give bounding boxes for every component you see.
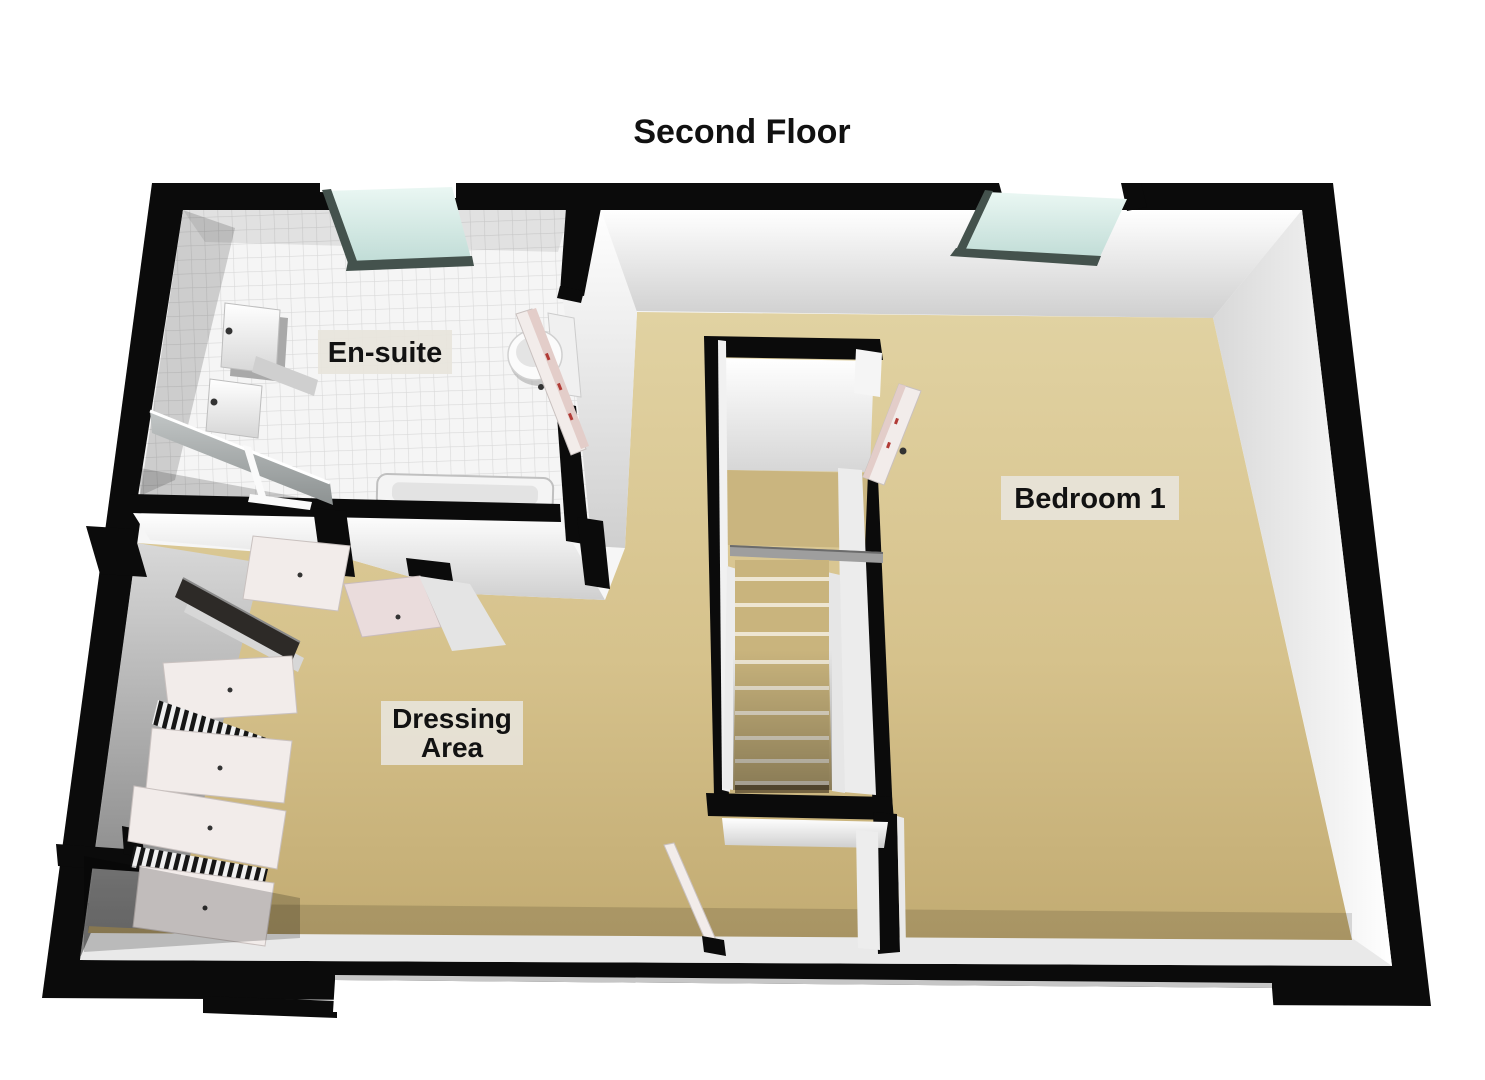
wardrobe-handle bbox=[207, 825, 213, 831]
landing-door-hinge-stub bbox=[702, 936, 726, 956]
ensuite-label: En-suite bbox=[328, 337, 442, 369]
shower-door-frame bbox=[248, 494, 312, 510]
partition-west-face bbox=[856, 830, 880, 950]
windows bbox=[320, 181, 1147, 271]
wardrobe-door-panel bbox=[242, 535, 351, 612]
handrail bbox=[729, 545, 884, 563]
bottom-sill-line bbox=[335, 975, 1272, 988]
stairwell-bottom-wall bbox=[706, 793, 894, 820]
ensuite-room bbox=[131, 208, 637, 600]
wardrobe-handle bbox=[202, 905, 208, 911]
bottom-wall-step bbox=[203, 996, 337, 1018]
wardrobe-door-panel bbox=[419, 576, 506, 651]
basin-shelf bbox=[252, 356, 318, 396]
stair-tread bbox=[735, 560, 829, 577]
room-labels: En-suite Bedroom 1 Dressing Area bbox=[318, 330, 1179, 765]
bedroom-window-glass bbox=[959, 192, 1127, 259]
stair-tread bbox=[735, 603, 829, 607]
stair-top-floor bbox=[724, 470, 868, 548]
toilet-hinge bbox=[538, 384, 544, 390]
wardrobe-dark-door bbox=[175, 577, 301, 661]
stair-tread bbox=[735, 632, 829, 636]
wardrobe-partition bbox=[86, 526, 147, 577]
ensuite-label-bg bbox=[318, 330, 452, 374]
wardrobe-handle bbox=[395, 614, 401, 620]
right-wall-face bbox=[1213, 210, 1392, 966]
ensuite-window bbox=[320, 181, 474, 271]
ensuite-window-glass bbox=[324, 187, 471, 263]
door-handle bbox=[899, 447, 907, 455]
floor-bottom-shadow bbox=[88, 903, 1352, 940]
ensuite-door bbox=[515, 308, 589, 456]
bottom-wall-face bbox=[80, 931, 1392, 966]
wardrobe-partition bbox=[56, 844, 142, 872]
partition-east-edge bbox=[897, 816, 906, 951]
stairwell-bottom-wall-face bbox=[722, 818, 888, 848]
dressing-corner-shadow bbox=[84, 856, 300, 952]
stairwell-top-wall bbox=[704, 336, 883, 360]
stairwell-right-inner-face bbox=[838, 468, 876, 795]
top-wall-face bbox=[598, 210, 1302, 318]
stair-depth-shade bbox=[733, 650, 832, 790]
bedroom-label: Bedroom 1 bbox=[1014, 483, 1165, 515]
stair-tread bbox=[735, 581, 829, 603]
bedroom-door bbox=[862, 383, 922, 486]
stairwell bbox=[663, 336, 922, 956]
dressing-label-line2: Area bbox=[421, 732, 484, 763]
bottom-edge-trim bbox=[333, 975, 1274, 1014]
ensuite-southwall-face bbox=[133, 513, 605, 600]
landing-door bbox=[663, 842, 726, 956]
wardrobe-door-panel bbox=[127, 785, 287, 870]
basin-knob-icon bbox=[225, 327, 233, 335]
basin-knob-icon bbox=[210, 398, 218, 406]
ensuite-bottom-wall bbox=[131, 494, 561, 522]
page-title: Second Floor bbox=[633, 113, 850, 151]
shower-door-frame bbox=[243, 445, 268, 503]
dressing-label-bg bbox=[381, 701, 523, 765]
stair-tread bbox=[735, 607, 829, 632]
landing-floor bbox=[720, 358, 874, 472]
basin-unit-2 bbox=[205, 378, 263, 439]
bedroom-window bbox=[950, 181, 1147, 266]
stair-tread bbox=[735, 577, 829, 581]
ensuite-door-jamb-top bbox=[557, 286, 584, 303]
ensuite-wall-stub-2 bbox=[406, 558, 453, 581]
wardrobe-handle bbox=[227, 687, 233, 693]
wardrobe bbox=[56, 526, 506, 952]
bedroom-label-bg bbox=[1001, 476, 1179, 520]
cupboard-top-edge bbox=[577, 517, 610, 589]
wardrobe-handle bbox=[297, 572, 303, 578]
door-jamb bbox=[854, 349, 882, 397]
basin-unit-1 bbox=[220, 302, 318, 396]
divider-wall-upper bbox=[560, 208, 601, 296]
wardrobe-handle bbox=[217, 765, 223, 771]
shower-screen bbox=[149, 409, 333, 510]
bottom-page-white bbox=[333, 980, 1274, 1014]
dressing-label-line1: Dressing bbox=[392, 703, 512, 734]
wardrobe-door-panel bbox=[343, 575, 442, 638]
wardrobe-door-panel bbox=[145, 727, 293, 804]
staircase bbox=[723, 560, 845, 793]
